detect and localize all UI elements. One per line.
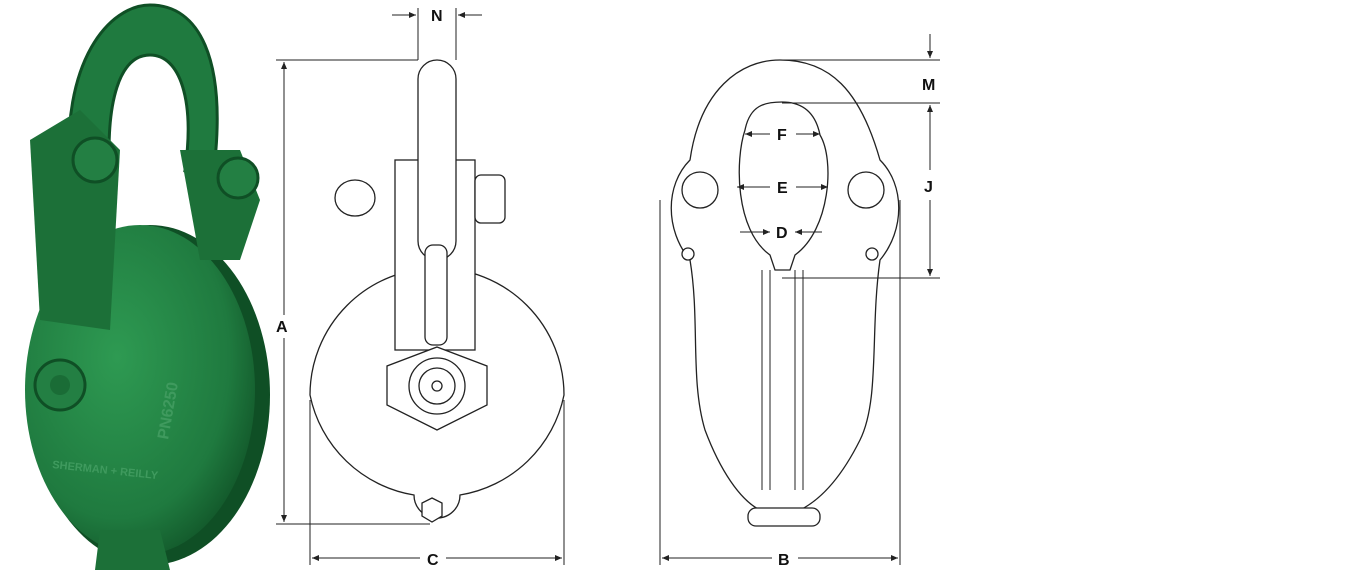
dimension-label-j: J [924,179,933,196]
front-view-drawing: M J B F E D [659,34,940,569]
dimension-label-m: M [922,77,935,94]
dimension-label-e: E [777,180,788,197]
dimension-label-d: D [776,225,788,242]
dimension-label-c: C [427,552,439,569]
dimension-label-f: F [777,127,787,144]
dimension-label-n: N [431,8,443,25]
dimension-label-a: A [276,319,288,336]
side-view-drawing: A C N [276,8,565,569]
product-photo: PN6250 SHERMAN + REILLY [25,3,270,570]
dimension-label-b: B [778,552,790,569]
